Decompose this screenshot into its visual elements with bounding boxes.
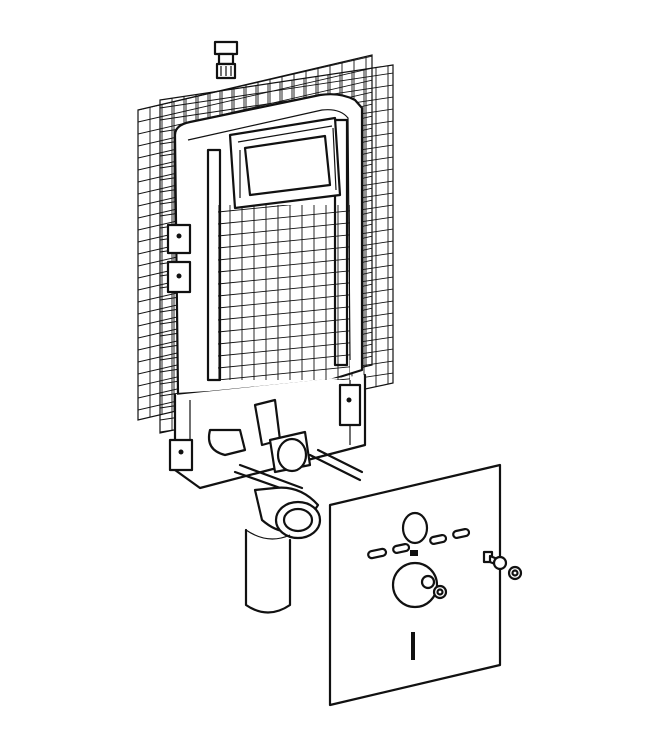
grid-line: [218, 330, 350, 345]
screw-icon: [482, 550, 508, 571]
grid-line: [218, 234, 350, 249]
grid-line: [138, 0, 375, 50]
grid-line: [138, 55, 372, 87]
washer-icon: [507, 565, 523, 581]
grid-line: [138, 55, 372, 99]
grid-line: [218, 294, 350, 309]
grid-line: [138, 79, 372, 135]
grid-line: [218, 306, 350, 321]
grid-line: [218, 258, 350, 273]
actuator-opening: [228, 116, 342, 210]
grid-line: [160, 25, 395, 60]
grid-line: [218, 342, 350, 357]
grid-line: [218, 210, 350, 225]
grid-line: [218, 366, 350, 380]
grid-line: [138, 55, 372, 63]
grid-line: [138, 55, 372, 75]
grid-line: [218, 354, 350, 369]
grid-line: [218, 282, 350, 297]
drain-pipes: [207, 398, 364, 614]
grid-line: [138, 55, 372, 111]
grid-line: [218, 270, 350, 285]
grid-line: [160, 65, 393, 73]
valve-icon: [213, 40, 239, 80]
grid-line: [218, 318, 350, 333]
grid-mat-inner: [218, 205, 350, 380]
grid-line: [218, 246, 350, 261]
grid-line: [160, 65, 393, 85]
grid-line: [218, 205, 293, 213]
grid-line: [138, 67, 372, 123]
grid-line: [218, 222, 350, 237]
cover-plate: [328, 463, 502, 707]
